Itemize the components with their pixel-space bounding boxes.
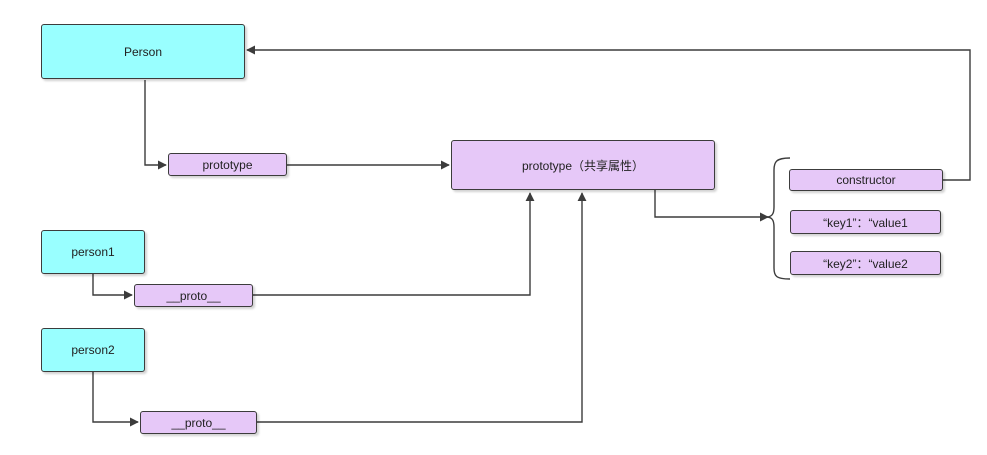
person2-label: person2 (71, 343, 115, 357)
proto1-label: __proto__ (166, 288, 221, 303)
prototype-node: prototype (168, 153, 287, 176)
key2-node: “key2”：“value2 (790, 251, 941, 275)
proto2-node: __proto__ (140, 411, 257, 434)
constructor-node: constructor (789, 169, 943, 191)
connector-constructor-to-person (246, 45, 971, 181)
prototype-shared-label: prototype（共享属性） (521, 158, 645, 173)
prototype-shared-node: prototype（共享属性） (451, 140, 715, 190)
person-label: Person (123, 44, 163, 59)
connector-person2-to-proto (92, 372, 139, 427)
proto1-node: __proto__ (134, 284, 253, 307)
key1-node: “key1”：“value1 (790, 210, 941, 234)
connector-person-to-prototype (144, 80, 167, 170)
key1-label: “key1”：“value1 (823, 215, 908, 230)
connector-person1-to-proto (92, 274, 133, 300)
key2-label: “key2”：“value2 (823, 256, 908, 271)
proto2-label: __proto__ (171, 415, 226, 430)
curly-brace (765, 157, 791, 280)
connector-shared-to-brace (654, 190, 769, 222)
constructor-label: constructor (836, 173, 896, 187)
prototype-label: prototype (202, 157, 253, 172)
person2-node: person2 (41, 328, 145, 372)
connector-proto1-to-shared (253, 192, 535, 296)
person1-node: person1 (41, 230, 145, 274)
person1-label: person1 (71, 245, 115, 259)
connector-proto2-to-shared (257, 192, 587, 423)
person-node: Person (41, 24, 245, 79)
